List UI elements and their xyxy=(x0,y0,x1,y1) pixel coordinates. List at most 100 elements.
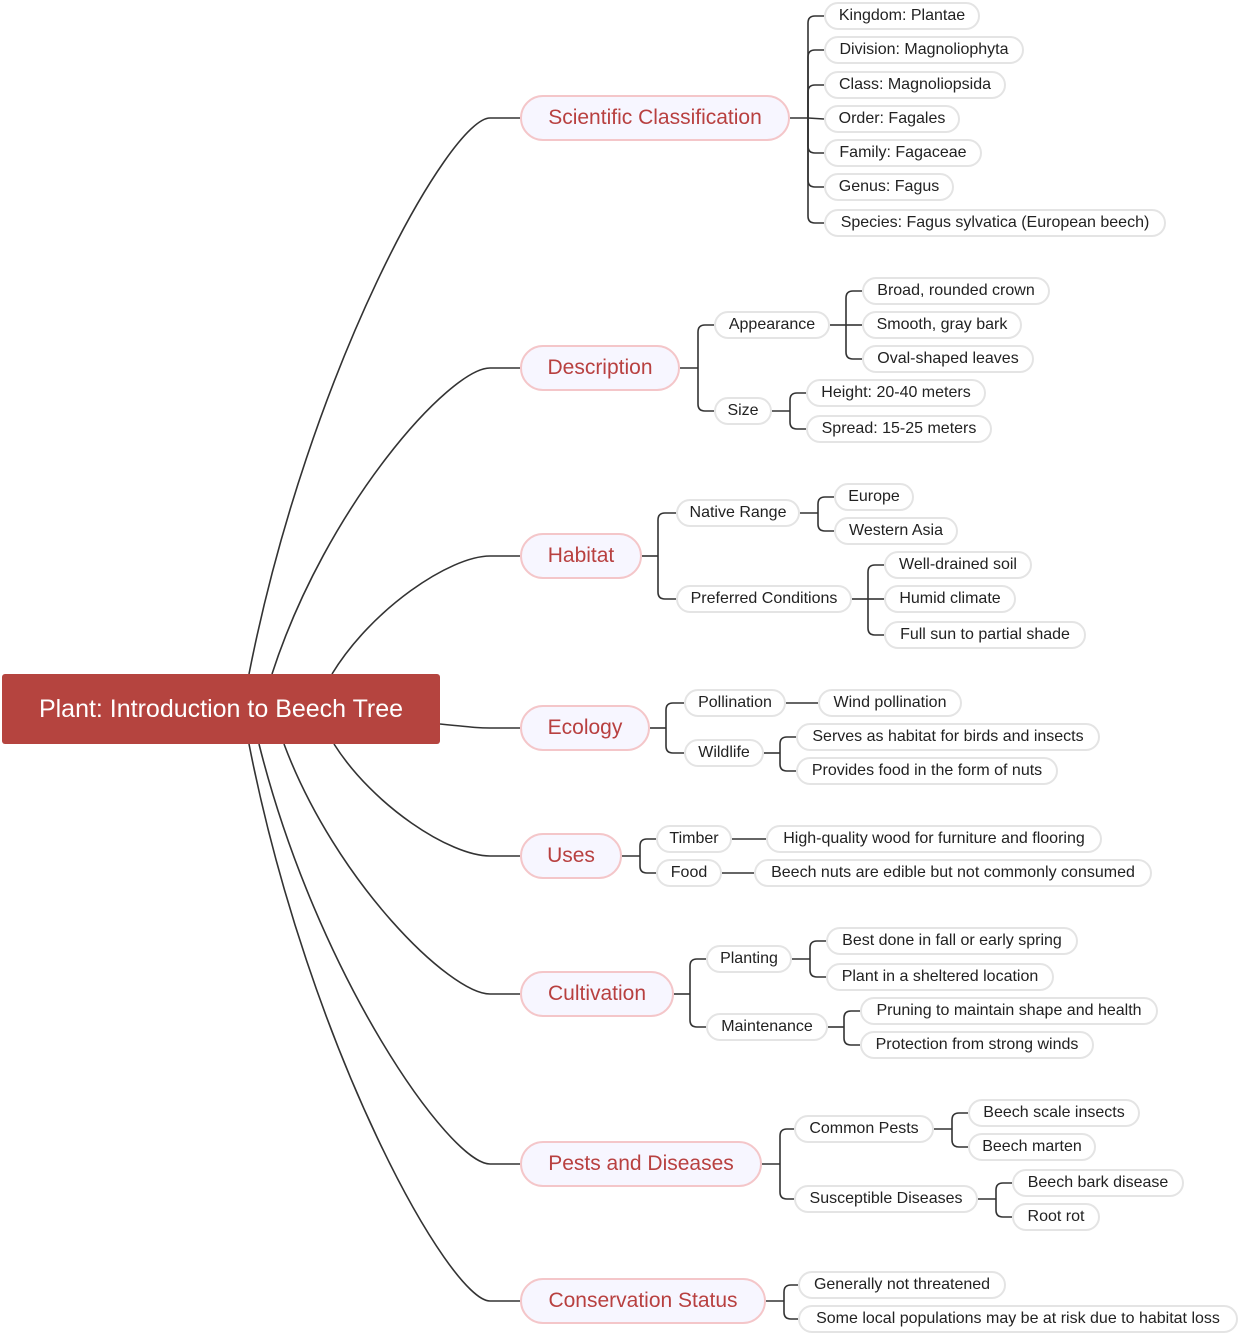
root-link-0 xyxy=(248,117,520,675)
root-link-3 xyxy=(439,723,520,729)
b4-1 xyxy=(639,856,656,874)
subtopic-common-pests[interactable]: Common Pests xyxy=(794,1115,934,1143)
leaf-europe[interactable]: Europe xyxy=(834,483,914,511)
b2-0-0 xyxy=(817,496,834,513)
subtopic-order[interactable]: Order: Fagales xyxy=(824,105,960,133)
leaf-beech-bark-disease[interactable]: Beech bark disease xyxy=(1012,1169,1184,1197)
b5-0-0 xyxy=(809,940,826,959)
leaf-high-quality-wood[interactable]: High-quality wood for furniture and floo… xyxy=(766,825,1102,853)
b1-1-1 xyxy=(789,411,806,430)
subtopic-class[interactable]: Class: Magnoliopsida xyxy=(824,71,1006,99)
b6-0-1 xyxy=(951,1129,968,1148)
leaf-beech-nuts-edible[interactable]: Beech nuts are edible but not commonly c… xyxy=(754,859,1152,887)
root-link-2 xyxy=(331,555,520,675)
leaf-full-sun-partial-shade[interactable]: Full sun to partial shade xyxy=(884,621,1086,649)
root-link-1 xyxy=(271,367,520,675)
topic-cultivation[interactable]: Cultivation xyxy=(520,971,674,1017)
b6-1 xyxy=(779,1164,794,1200)
topic-habitat[interactable]: Habitat xyxy=(520,533,642,579)
b3-0 xyxy=(665,702,684,728)
leaf-root-rot[interactable]: Root rot xyxy=(1012,1203,1100,1231)
b0-1 xyxy=(807,49,824,118)
b1-0-2 xyxy=(845,325,862,360)
leaf-pruning[interactable]: Pruning to maintain shape and health xyxy=(860,997,1158,1025)
leaf-height[interactable]: Height: 20-40 meters xyxy=(806,379,986,407)
b6-1-0 xyxy=(995,1182,1012,1199)
subtopic-local-risk[interactable]: Some local populations may be at risk du… xyxy=(798,1305,1238,1333)
leaf-habitat-birds-insects[interactable]: Serves as habitat for birds and insects xyxy=(796,723,1100,751)
b3-1-1 xyxy=(779,753,796,772)
topic-description[interactable]: Description xyxy=(520,345,680,391)
b0-6 xyxy=(807,118,824,224)
b5-0-1 xyxy=(809,959,826,978)
subtopic-genus[interactable]: Genus: Fagus xyxy=(824,173,954,201)
b3-1 xyxy=(665,728,684,754)
b1-1 xyxy=(697,368,714,412)
root-link-7 xyxy=(248,743,520,1302)
b2-1-0 xyxy=(867,564,884,599)
subtopic-species[interactable]: Species: Fagus sylvatica (European beech… xyxy=(824,209,1166,237)
subtopic-native-range[interactable]: Native Range xyxy=(676,499,800,527)
subtopic-kingdom[interactable]: Kingdom: Plantae xyxy=(824,2,980,30)
b2-1-2 xyxy=(867,599,884,636)
subtopic-division[interactable]: Division: Magnoliophyta xyxy=(824,36,1024,64)
root-link-6 xyxy=(258,743,520,1165)
b7-0 xyxy=(783,1284,798,1301)
leaf-food-nuts[interactable]: Provides food in the form of nuts xyxy=(796,757,1058,785)
topic-ecology[interactable]: Ecology xyxy=(520,705,650,751)
b6-0 xyxy=(779,1128,794,1164)
leaf-sheltered-location[interactable]: Plant in a sheltered location xyxy=(826,963,1054,991)
topic-pests-and-diseases[interactable]: Pests and Diseases xyxy=(520,1141,762,1187)
b1-0 xyxy=(697,324,714,368)
b3-1-0 xyxy=(779,736,796,753)
subtopic-susceptible-diseases[interactable]: Susceptible Diseases xyxy=(794,1185,978,1213)
subtopic-maintenance[interactable]: Maintenance xyxy=(706,1013,828,1041)
b5-1-1 xyxy=(843,1027,860,1046)
leaf-beech-scale-insects[interactable]: Beech scale insects xyxy=(968,1099,1140,1127)
topic-conservation-status[interactable]: Conservation Status xyxy=(520,1278,766,1324)
b5-0 xyxy=(689,958,706,994)
subtopic-planting[interactable]: Planting xyxy=(706,945,792,973)
root-link-4 xyxy=(333,743,520,857)
subtopic-preferred-conditions[interactable]: Preferred Conditions xyxy=(676,585,852,613)
leaf-fall-early-spring[interactable]: Best done in fall or early spring xyxy=(826,927,1078,955)
root-link-5 xyxy=(283,743,520,995)
b6-1-1 xyxy=(995,1199,1012,1218)
topic-uses[interactable]: Uses xyxy=(520,833,622,879)
subtopic-food[interactable]: Food xyxy=(656,859,722,887)
b2-1 xyxy=(657,556,676,600)
b2-0-1 xyxy=(817,513,834,532)
root-topic[interactable]: Plant: Introduction to Beech Tree xyxy=(2,674,440,744)
leaf-wind-protection[interactable]: Protection from strong winds xyxy=(860,1031,1094,1059)
subtopic-wildlife[interactable]: Wildlife xyxy=(684,739,764,767)
subtopic-size[interactable]: Size xyxy=(714,397,772,425)
b7-1 xyxy=(783,1301,798,1320)
leaf-smooth-gray-bark[interactable]: Smooth, gray bark xyxy=(862,311,1022,339)
leaf-spread[interactable]: Spread: 15-25 meters xyxy=(806,415,992,443)
b4-0 xyxy=(639,838,656,856)
subtopic-not-threatened[interactable]: Generally not threatened xyxy=(798,1271,1006,1299)
b1-1-0 xyxy=(789,392,806,411)
leaf-broad-rounded-crown[interactable]: Broad, rounded crown xyxy=(862,277,1050,305)
b1-0-0 xyxy=(845,290,862,325)
subtopic-family[interactable]: Family: Fagaceae xyxy=(824,139,982,167)
b0-2 xyxy=(807,84,824,118)
leaf-wind-pollination[interactable]: Wind pollination xyxy=(818,689,962,717)
b0-0 xyxy=(807,15,824,118)
leaf-western-asia[interactable]: Western Asia xyxy=(834,517,958,545)
leaf-humid-climate[interactable]: Humid climate xyxy=(884,585,1016,613)
b6-0-0 xyxy=(951,1112,968,1129)
subtopic-pollination[interactable]: Pollination xyxy=(684,689,786,717)
b5-1 xyxy=(689,994,706,1028)
leaf-oval-shaped-leaves[interactable]: Oval-shaped leaves xyxy=(862,345,1034,373)
b5-1-0 xyxy=(843,1010,860,1027)
subtopic-appearance[interactable]: Appearance xyxy=(714,311,830,339)
leaf-well-drained-soil[interactable]: Well-drained soil xyxy=(884,551,1032,579)
b2-0 xyxy=(657,512,676,556)
b0-3 xyxy=(807,117,825,120)
subtopic-timber[interactable]: Timber xyxy=(656,825,732,853)
topic-scientific-classification[interactable]: Scientific Classification xyxy=(520,95,790,141)
leaf-beech-marten[interactable]: Beech marten xyxy=(968,1133,1096,1161)
